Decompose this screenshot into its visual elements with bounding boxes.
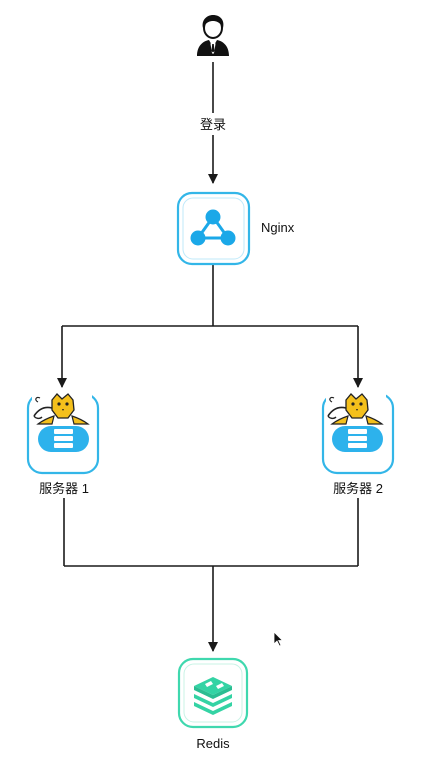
nginx-share-icon <box>190 209 236 246</box>
server2-label: 服务器 2 <box>333 481 383 496</box>
nginx-label: Nginx <box>261 220 295 235</box>
nginx-node-inner <box>182 197 245 260</box>
tomcat-server-icon <box>32 388 92 425</box>
server-stack-icon <box>332 426 383 452</box>
user-icon <box>197 15 229 56</box>
server2-node[interactable] <box>321 388 395 475</box>
server1-node[interactable] <box>26 388 100 475</box>
connectors <box>57 62 363 652</box>
redis-stack-icon <box>194 677 232 715</box>
tomcat-server-icon <box>326 388 386 425</box>
nginx-node-frame <box>176 191 251 266</box>
redis-node[interactable] <box>177 657 249 729</box>
nginx-node[interactable] <box>176 191 251 266</box>
redis-node-inner <box>183 663 243 723</box>
server1-label: 服务器 1 <box>39 481 89 496</box>
redis-label: Redis <box>196 736 230 751</box>
mouse-cursor-icon <box>273 631 284 647</box>
server-stack-icon <box>38 426 89 452</box>
edge-label-login: 登录 <box>197 115 229 135</box>
